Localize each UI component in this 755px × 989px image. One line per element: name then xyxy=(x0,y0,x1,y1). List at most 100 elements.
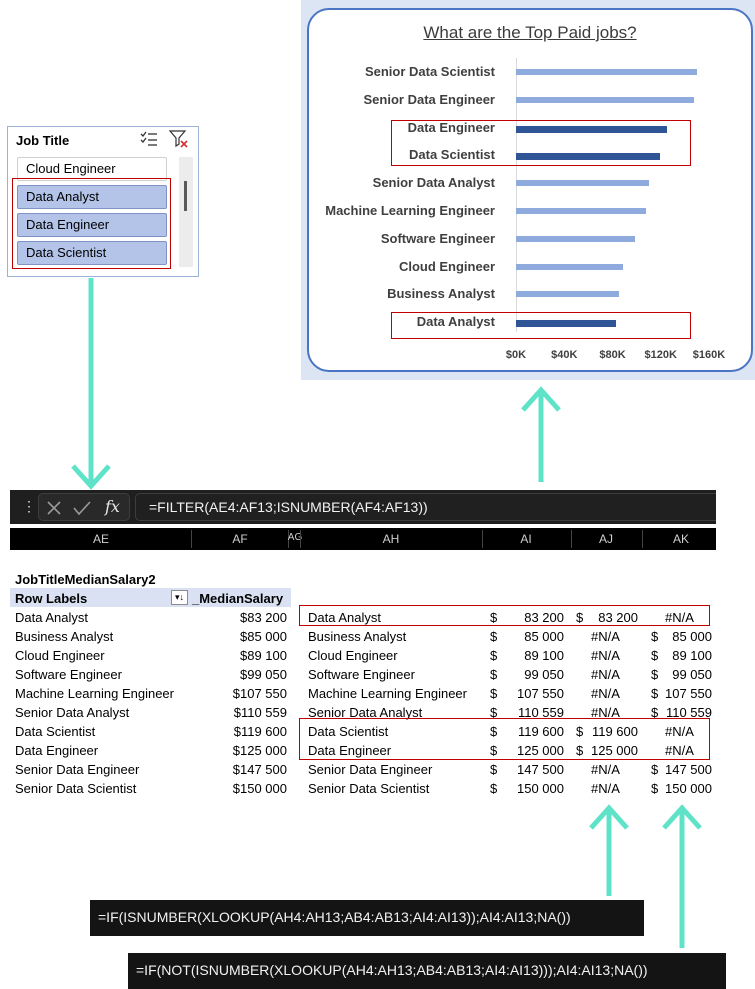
selected-salary-cell[interactable]: #N/A xyxy=(591,667,620,682)
slicer-item-data-scientist[interactable]: Data Scientist xyxy=(17,241,167,265)
currency-symbol[interactable]: $ xyxy=(490,667,498,682)
unselected-salary-cell[interactable]: 147 500 xyxy=(665,762,712,777)
bar[interactable] xyxy=(516,235,636,242)
pivot-row-label[interactable]: Data Engineer xyxy=(15,743,99,758)
bar[interactable] xyxy=(516,263,624,270)
pivot-row-value[interactable]: $89 100 xyxy=(240,648,287,663)
salary-cell[interactable]: 125 000 xyxy=(517,743,564,758)
pivot-row-value[interactable]: $83 200 xyxy=(240,610,287,625)
currency-symbol[interactable]: $ xyxy=(576,610,584,625)
pivot-row-value[interactable]: $119 600 xyxy=(233,724,287,739)
column-header-ai[interactable]: AI xyxy=(520,532,532,546)
bar[interactable] xyxy=(516,125,667,133)
currency-symbol[interactable]: $ xyxy=(651,667,659,682)
unselected-salary-cell[interactable]: 85 000 xyxy=(672,629,712,644)
unselected-salary-cell[interactable]: 99 050 xyxy=(672,667,712,682)
selected-salary-cell[interactable]: #N/A xyxy=(591,705,620,720)
pivot-row-label[interactable]: Machine Learning Engineer xyxy=(15,686,174,701)
unselected-salary-cell[interactable]: 150 000 xyxy=(665,781,712,796)
unselected-salary-cell[interactable]: #N/A xyxy=(665,743,694,758)
currency-symbol[interactable]: $ xyxy=(576,724,584,739)
bar[interactable] xyxy=(516,69,697,75)
currency-symbol[interactable]: $ xyxy=(490,762,498,777)
column-header-ae[interactable]: AE xyxy=(92,532,110,546)
unselected-salary-cell[interactable]: #N/A xyxy=(665,724,694,739)
pivot-row-label[interactable]: Senior Data Scientist xyxy=(15,781,137,796)
salary-cell[interactable]: 99 050 xyxy=(524,667,564,682)
selected-salary-cell[interactable]: 83 200 xyxy=(598,610,638,625)
pivot-row-value[interactable]: $150 000 xyxy=(232,781,287,796)
multi-select-icon[interactable] xyxy=(140,131,158,147)
pivot-row-label[interactable]: Data Analyst xyxy=(15,610,88,625)
currency-symbol[interactable]: $ xyxy=(651,629,659,644)
more-options-icon[interactable]: ⋮ xyxy=(22,498,36,514)
salary-cell[interactable]: 119 600 xyxy=(517,724,564,739)
salary-cell[interactable]: 150 000 xyxy=(517,781,564,796)
clear-filter-icon[interactable] xyxy=(169,130,189,148)
column-header-aj[interactable]: AJ xyxy=(598,532,614,546)
salary-cell[interactable]: 110 559 xyxy=(517,705,564,720)
job-title-cell[interactable]: Software Engineer xyxy=(308,667,415,682)
salary-cell[interactable]: 85 000 xyxy=(524,629,564,644)
pivot-row-value[interactable]: $85 000 xyxy=(240,629,287,644)
pivot-row-label[interactable]: Software Engineer xyxy=(15,667,122,682)
currency-symbol[interactable]: $ xyxy=(651,686,659,701)
column-header-af[interactable]: AF xyxy=(232,532,248,546)
bar[interactable] xyxy=(516,153,661,161)
currency-symbol[interactable]: $ xyxy=(490,686,498,701)
slicer-item-cloud-engineer[interactable]: Cloud Engineer xyxy=(17,157,167,181)
slicer-scroll-thumb[interactable] xyxy=(184,181,187,211)
insert-function-icon[interactable]: fx xyxy=(105,497,120,516)
selected-salary-cell[interactable]: #N/A xyxy=(591,648,620,663)
pivot-row-label[interactable]: Cloud Engineer xyxy=(15,648,105,663)
currency-symbol[interactable]: $ xyxy=(490,705,498,720)
job-title-cell[interactable]: Cloud Engineer xyxy=(308,648,398,663)
pivot-row-label[interactable]: Business Analyst xyxy=(15,629,114,644)
slicer-item-data-engineer[interactable]: Data Engineer xyxy=(17,213,167,237)
job-title-cell[interactable]: Senior Data Scientist xyxy=(308,781,430,796)
currency-symbol[interactable]: $ xyxy=(576,743,584,758)
salary-cell[interactable]: 107 550 xyxy=(517,686,564,701)
slicer-item-data-analyst[interactable]: Data Analyst xyxy=(17,185,167,209)
job-title-cell[interactable]: Senior Data Analyst xyxy=(308,705,423,720)
column-header-ah[interactable]: AH xyxy=(382,532,400,546)
enter-check-icon[interactable] xyxy=(73,500,91,516)
selected-salary-cell[interactable]: #N/A xyxy=(591,629,620,644)
pivot-row-value[interactable]: $147 500 xyxy=(232,762,287,777)
column-header-ak[interactable]: AK xyxy=(672,532,690,546)
pivot-row-label[interactable]: Senior Data Analyst xyxy=(15,705,130,720)
bar[interactable] xyxy=(516,208,646,214)
currency-symbol[interactable]: $ xyxy=(651,648,659,663)
currency-symbol[interactable]: $ xyxy=(651,705,659,720)
selected-salary-cell[interactable]: #N/A xyxy=(591,762,620,777)
job-title-cell[interactable]: Data Engineer xyxy=(308,743,392,758)
unselected-salary-cell[interactable]: 89 100 xyxy=(672,648,712,663)
pivot-row-label[interactable]: Senior Data Engineer xyxy=(15,762,140,777)
unselected-salary-cell[interactable]: 110 559 xyxy=(665,705,712,720)
unselected-salary-cell[interactable]: 107 550 xyxy=(665,686,712,701)
pivot-row-value[interactable]: $125 000 xyxy=(232,743,287,758)
salary-cell[interactable]: 89 100 xyxy=(524,648,564,663)
pivot-row-value[interactable]: $110 559 xyxy=(233,705,287,720)
formula-input[interactable]: =FILTER(AE4:AF13;ISNUMBER(AF4:AF13)) xyxy=(135,493,716,521)
column-header-ag[interactable]: AG xyxy=(287,532,303,543)
job-title-cell[interactable]: Data Analyst xyxy=(308,610,381,625)
currency-symbol[interactable]: $ xyxy=(651,762,659,777)
selected-salary-cell[interactable]: 125 000 xyxy=(591,743,638,758)
selected-salary-cell[interactable]: #N/A xyxy=(591,686,620,701)
currency-symbol[interactable]: $ xyxy=(490,743,498,758)
currency-symbol[interactable]: $ xyxy=(490,724,498,739)
selected-salary-cell[interactable]: 119 600 xyxy=(591,724,638,739)
pivot-row-label[interactable]: Data Scientist xyxy=(15,724,96,739)
job-title-cell[interactable]: Business Analyst xyxy=(308,629,407,644)
cancel-icon[interactable] xyxy=(46,500,62,516)
pivot-row-value[interactable]: $107 550 xyxy=(232,686,287,701)
currency-symbol[interactable]: $ xyxy=(490,648,498,663)
unselected-salary-cell[interactable]: #N/A xyxy=(665,610,694,625)
job-title-cell[interactable]: Data Scientist xyxy=(308,724,389,739)
bar[interactable] xyxy=(516,96,694,103)
job-title-cell[interactable]: Senior Data Engineer xyxy=(308,762,433,777)
pivot-row-value[interactable]: $99 050 xyxy=(240,667,287,682)
slicer-scrollbar[interactable] xyxy=(179,157,193,267)
sort-filter-button[interactable]: ▾↓ xyxy=(171,590,188,605)
